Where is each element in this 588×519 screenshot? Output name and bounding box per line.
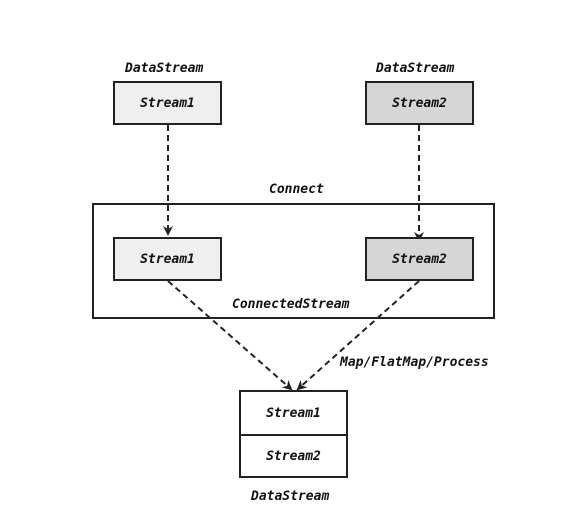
operation-label: Map/FlatMap/Process: [340, 355, 489, 370]
top-stream1-label: Stream1: [140, 95, 195, 111]
top-right-title: DataStream: [376, 61, 455, 76]
result-datastream-box: Stream1 Stream2: [239, 390, 348, 478]
result-row-stream2: Stream2: [241, 435, 346, 477]
arrow-right-to-result: [296, 280, 420, 391]
top-stream1-box: Stream1: [113, 81, 222, 125]
connected-stream-container: [92, 203, 495, 319]
top-stream2-label: Stream2: [392, 95, 447, 111]
connected-stream2-label: Stream2: [392, 251, 447, 267]
arrow-left-to-result: [167, 280, 293, 391]
result-divider: [241, 434, 346, 436]
top-stream2-box: Stream2: [365, 81, 474, 125]
connect-label: Connect: [269, 182, 324, 197]
result-stream2-label: Stream2: [266, 448, 321, 464]
result-title: DataStream: [251, 489, 330, 504]
top-left-title: DataStream: [125, 61, 204, 76]
connected-stream1-label: Stream1: [140, 251, 195, 267]
connected-stream-label: ConnectedStream: [232, 297, 350, 312]
connected-stream2-box: Stream2: [365, 237, 474, 281]
result-row-stream1: Stream1: [241, 392, 346, 434]
connected-stream1-box: Stream1: [113, 237, 222, 281]
result-stream1-label: Stream1: [266, 405, 321, 421]
